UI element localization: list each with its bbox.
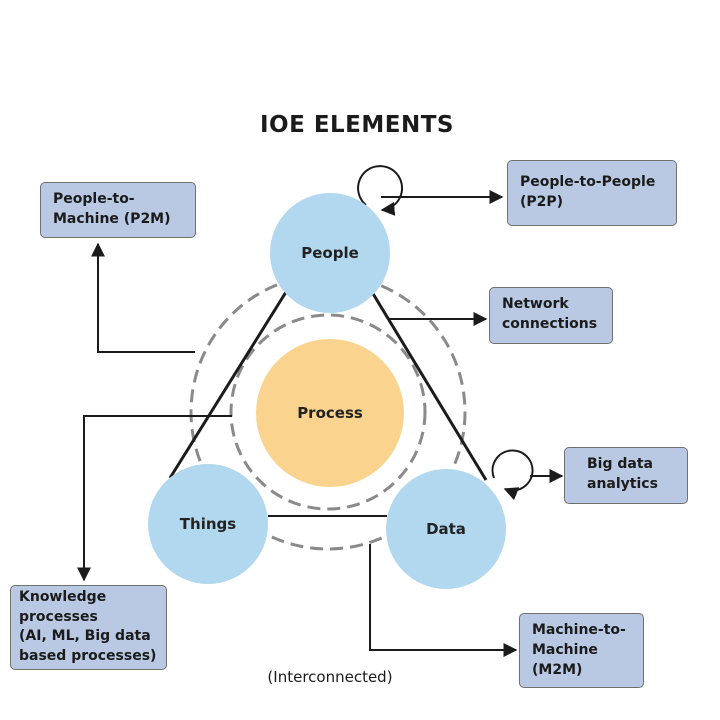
diagram-title: IOE ELEMENTS [259, 112, 454, 138]
knowledge-line-3: (AI, ML, Big data [19, 628, 151, 644]
network-box: Network connections [489, 287, 613, 344]
bigdata-box: Big data analytics [564, 447, 688, 504]
p2p-box: People-to-People (P2P) [507, 160, 677, 226]
knowledge-line-2: processes [19, 608, 98, 625]
knowledge-box: Knowledge processes (AI, ML, Big data ba… [10, 585, 167, 670]
network-line-2: connections [502, 316, 598, 332]
p2m-line-2: Machine (P2M) [53, 211, 171, 227]
knowledge-line-4: based processes) [19, 647, 157, 664]
arrow-to-m2m [369, 544, 518, 657]
bigdata-line-2: analytics [587, 476, 658, 492]
data-node: Data [386, 469, 506, 589]
diagram-caption: (Interconnected) [267, 668, 393, 686]
p2p-line-2: (P2P) [520, 194, 564, 210]
process-node: Process [256, 339, 404, 487]
inner-dashed-ring [229, 313, 427, 511]
m2m-line-1: Machine-to- [532, 622, 626, 638]
arrow-to-knowledge [77, 415, 232, 582]
data-label: Data [426, 520, 466, 538]
people-self-loop [357, 165, 404, 216]
m2m-box: Machine-to- Machine (M2M) [519, 613, 644, 688]
edge-people-things [168, 291, 288, 479]
things-label: Things [179, 515, 237, 533]
m2m-line-3: (M2M) [532, 662, 583, 678]
arrow-to-p2m [91, 242, 195, 353]
network-line-1: Network [502, 296, 569, 312]
edge-people-data [370, 291, 488, 481]
knowledge-line-1: Knowledge [19, 589, 107, 605]
p2m-line-1: People-to- [53, 191, 135, 207]
people-node: People [270, 193, 390, 313]
people-label: People [301, 244, 359, 262]
data-self-loop [491, 449, 534, 501]
bigdata-line-1: Big data [587, 456, 653, 472]
things-node: Things [148, 464, 268, 584]
m2m-line-2: Machine [532, 642, 598, 658]
p2p-line-1: People-to-People [520, 174, 656, 190]
process-label: Process [297, 404, 363, 422]
p2m-box: People-to- Machine (P2M) [40, 182, 196, 238]
